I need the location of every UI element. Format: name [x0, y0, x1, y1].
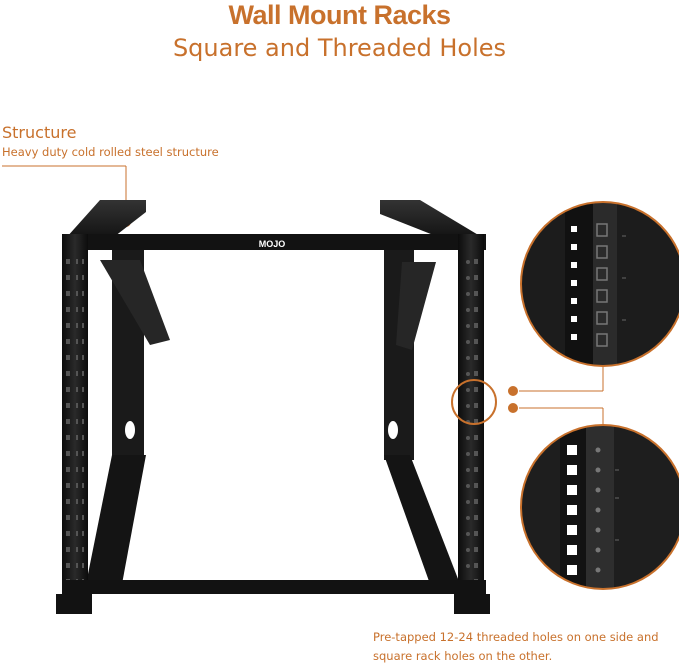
top-right-rail	[380, 200, 480, 240]
front-bottom-crossbar	[62, 580, 486, 594]
foot-left	[56, 594, 92, 614]
holes-callout-caption: Pre-tapped 12-24 threaded holes on one s…	[373, 630, 659, 663]
front-left-square-holes	[66, 258, 74, 598]
front-right-threaded-holes	[462, 258, 470, 598]
brace-right	[396, 262, 436, 350]
structure-callout-description: Heavy duty cold rolled steel structure	[2, 145, 219, 159]
foot-right	[454, 594, 490, 614]
front-right-square-holes	[472, 258, 480, 598]
brand-label: MOJO	[259, 239, 286, 249]
keyhole-slot-left	[125, 421, 135, 439]
page-subtitle: Square and Threaded Holes	[172, 34, 507, 62]
bottom-left-rail	[86, 455, 146, 584]
front-left-upright	[62, 234, 88, 614]
zoom-threaded-holes	[520, 201, 679, 367]
bottom-right-rail	[384, 455, 460, 584]
front-left-square-holes-2	[76, 258, 84, 598]
brace-left	[100, 260, 170, 345]
front-top-crossbar	[62, 234, 486, 250]
keyhole-slot-right	[388, 421, 398, 439]
structure-callout-title: Structure	[2, 123, 77, 142]
zoom-square-holes	[520, 424, 679, 590]
page-title: Wall Mount Racks	[228, 0, 451, 30]
top-left-rail	[66, 200, 146, 240]
holes-highlight-ring	[451, 379, 497, 425]
zoom-connector-lines	[508, 366, 604, 425]
